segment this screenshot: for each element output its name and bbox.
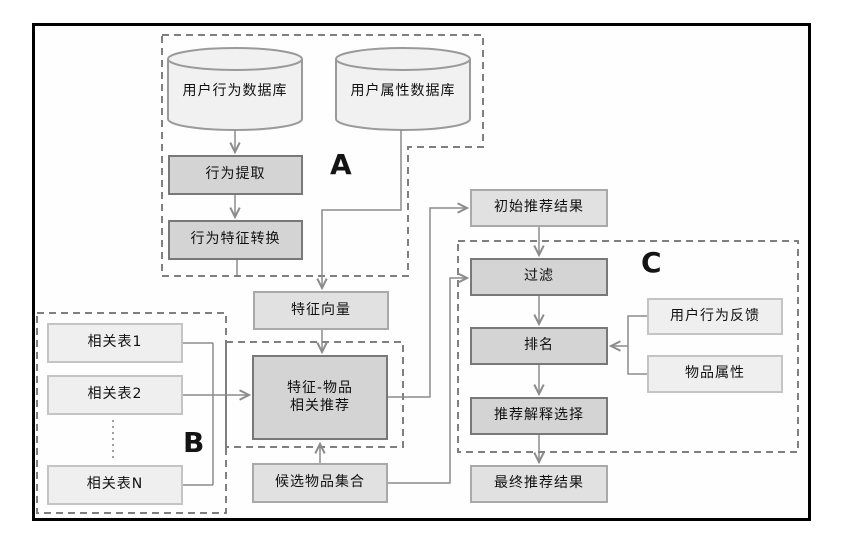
- group-c-outline: [457, 240, 799, 453]
- initial-recommendation-results-box: 初始推荐结果: [470, 189, 608, 227]
- behavior-extraction-box: 行为提取: [168, 155, 303, 195]
- user-behavior-db-cylinder: [167, 59, 303, 131]
- feature-item-recommendation-box: 特征-物品 相关推荐: [252, 355, 388, 440]
- final-recommendation-results-box: 最终推荐结果: [470, 465, 608, 503]
- group-a-label: A: [330, 148, 352, 181]
- related-table-2-box: 相关表2: [47, 375, 183, 415]
- user-attribute-db-cylinder: [335, 59, 471, 131]
- filter-box: 过滤: [470, 258, 608, 296]
- user-attribute-database: 用户属性数据库: [350, 83, 456, 99]
- group-c-label: C: [641, 246, 662, 279]
- group-b-label: B: [183, 426, 205, 459]
- arrow-candidateset-to-filter: [388, 278, 467, 484]
- feature-item-group-outline: [225, 341, 404, 448]
- behavior-feature-conversion-box: 行为特征转换: [168, 220, 303, 260]
- arrow-featureitem-to-initialresults: [388, 208, 467, 398]
- related-table-1-box: 相关表1: [47, 323, 183, 363]
- item-attributes-box: 物品属性: [647, 355, 783, 393]
- user-attribute-db-cylinder-top: [335, 47, 471, 71]
- user-behavior-database: 用户行为数据库: [182, 83, 288, 99]
- arrow-feedback-to-ranking: [611, 315, 647, 346]
- line-itemattributes-to-junction: [627, 346, 647, 375]
- line-related-tables-bus: [183, 342, 214, 486]
- group-a-outline: [161, 34, 484, 277]
- feature-vector-box: 特征向量: [253, 291, 389, 330]
- user-behavior-db-cylinder-top: [167, 47, 303, 71]
- arrow-attributedb-to-featurevector: [322, 130, 402, 288]
- feature-item-label-line1: 特征-物品: [286, 380, 354, 396]
- feature-item-label-line2: 相关推荐: [290, 397, 350, 414]
- recommendation-explanation-selection-box: 推荐解释选择: [470, 397, 608, 435]
- user-behavior-feedback-box: 用户行为反馈: [647, 298, 783, 335]
- database-cylinders: [167, 47, 471, 131]
- candidate-item-set-box: 候选物品集合: [252, 463, 388, 503]
- related-table-n-box: 相关表N: [47, 465, 183, 505]
- ranking-box: 排名: [470, 327, 608, 365]
